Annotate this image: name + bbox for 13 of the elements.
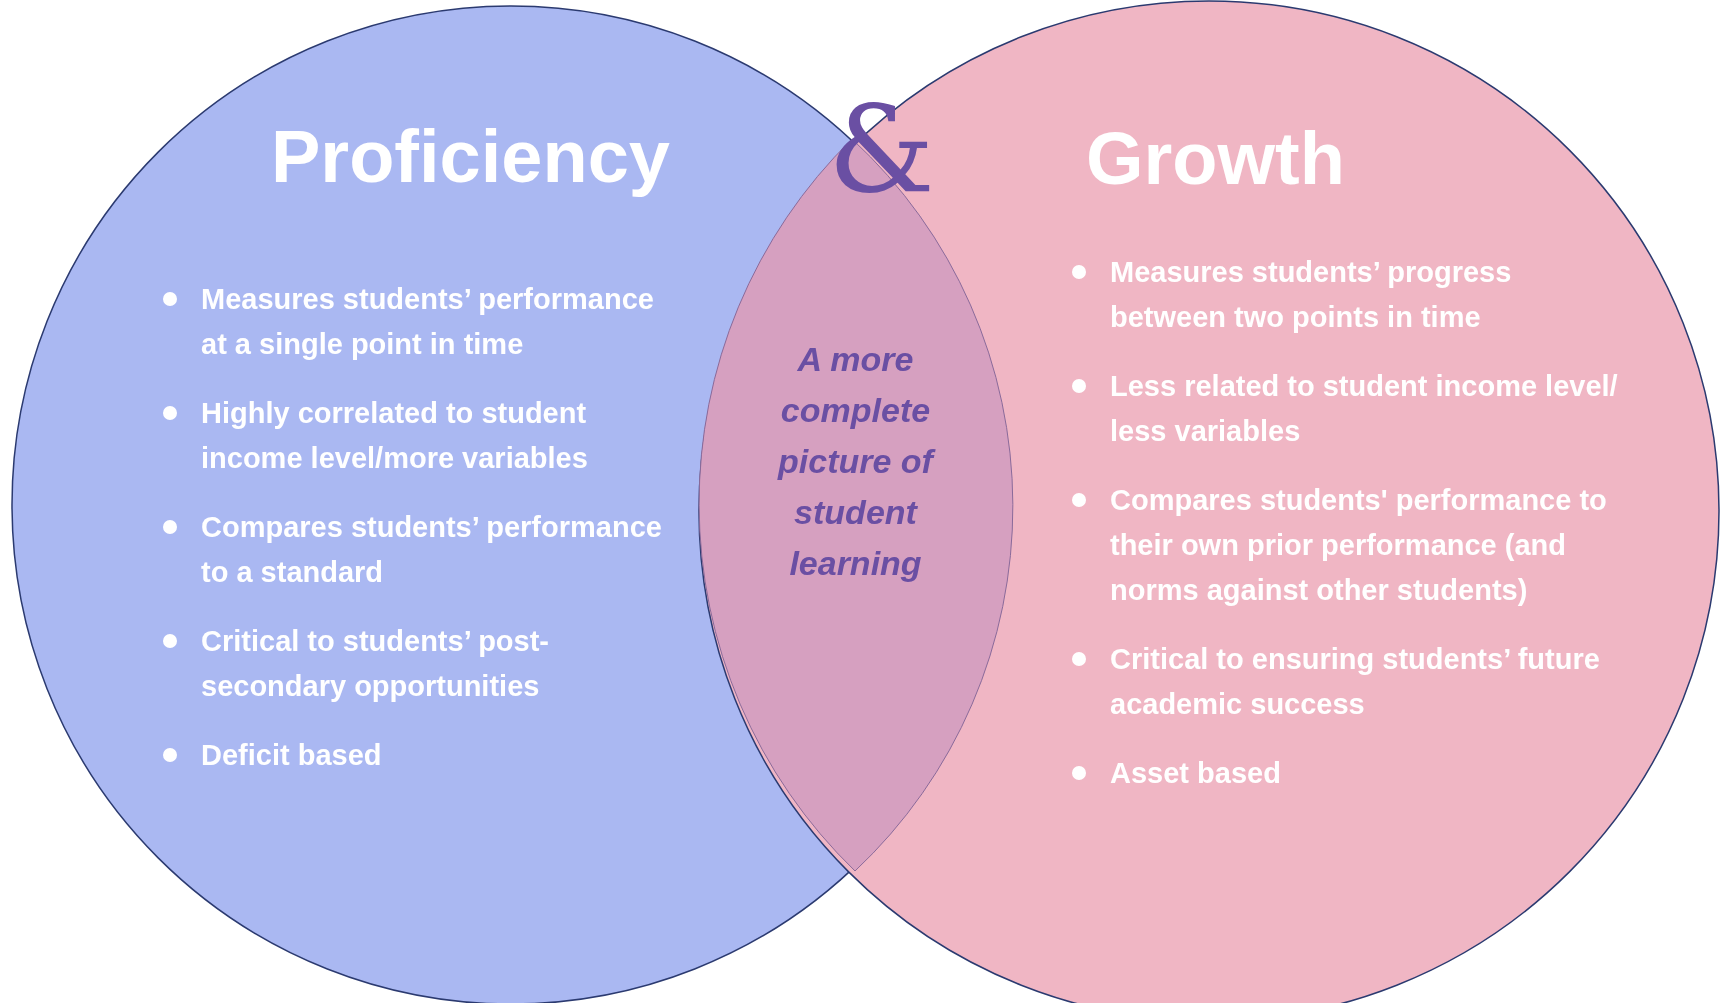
bullet-text: Highly correlated to student income level/more variables bbox=[201, 396, 589, 476]
overlap-text: A more complete picture of student learning bbox=[768, 334, 943, 589]
circle-title: Growth bbox=[1086, 122, 1345, 196]
bullet-text: Critical to ensuring students’ future academic success bbox=[1110, 642, 1601, 722]
bullet-text: Critical to students’ post-secondary opportunities bbox=[201, 624, 551, 704]
bullet-text: Compares students' performance to their own prior performance (and norms against other students) bbox=[1110, 483, 1608, 608]
bullet-text: Asset based bbox=[1110, 756, 1282, 791]
bullet-text: Measures students’ performance at a single point in time bbox=[201, 282, 655, 362]
bullet-text: Less related to student income level/ less variables bbox=[1110, 369, 1619, 449]
ampersand-label: & bbox=[828, 90, 935, 210]
bullet-text: Measures students’ progress between two points in time bbox=[1110, 255, 1513, 335]
bullet-text: Deficit based bbox=[201, 738, 383, 773]
bullet-text: Compares students’ performance to a standard bbox=[201, 510, 663, 590]
